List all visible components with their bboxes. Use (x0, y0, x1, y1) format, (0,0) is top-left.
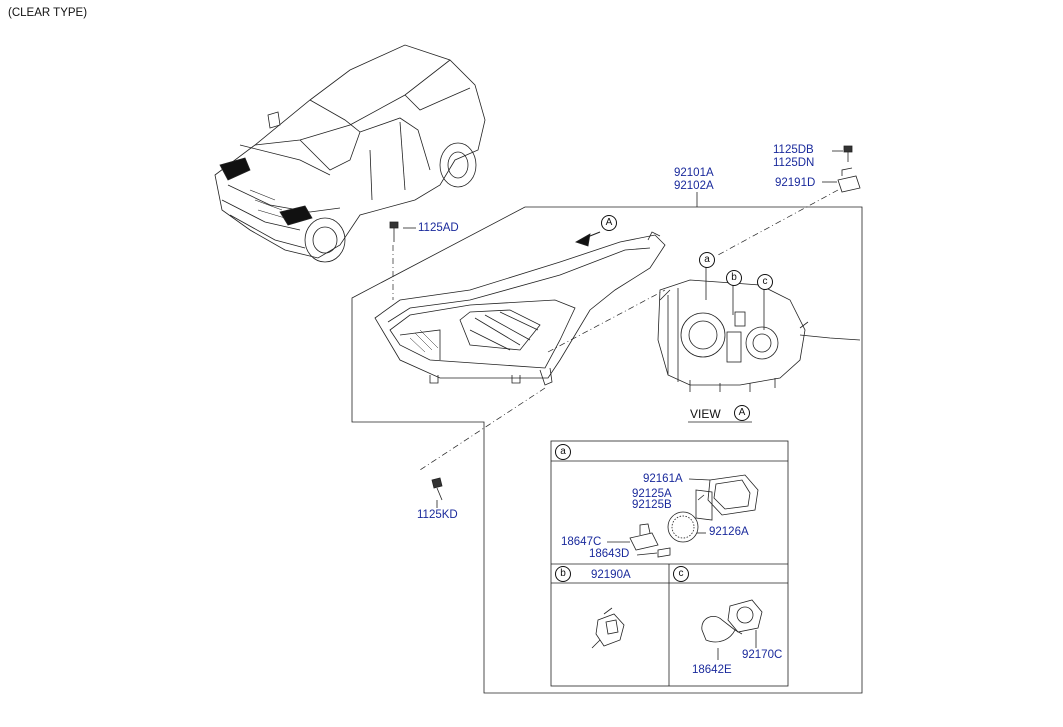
type-note: (CLEAR TYPE) (8, 7, 88, 19)
part-number-92126A[interactable]: 92126A (709, 526, 749, 538)
part-number-92161A[interactable]: 92161A (643, 473, 683, 485)
headlamp-unit (374, 231, 666, 386)
view-label: VIEW (690, 407, 721, 421)
detail-c-parts (701, 599, 763, 643)
section-b-marker: b (555, 566, 571, 582)
part-number-1125DB[interactable]: 1125DB (773, 144, 814, 156)
part-number-92191D[interactable]: 92191D (775, 177, 816, 189)
part-number-18643D[interactable]: 18643D (589, 548, 630, 560)
part-number-92190A[interactable]: 92190A (591, 569, 631, 581)
detail-b-part (591, 607, 625, 649)
assembly-outline (351, 206, 863, 694)
part-number-92102A[interactable]: 92102A (674, 180, 714, 192)
callout-b-marker: b (726, 270, 742, 286)
callout-a-marker: a (699, 252, 715, 268)
part-number-18647C[interactable]: 18647C (561, 536, 602, 548)
view-a-illustration (657, 279, 861, 392)
part-number-1125DN[interactable]: 1125DN (773, 157, 815, 169)
detail-box (550, 440, 789, 687)
part-number-18642E[interactable]: 18642E (692, 664, 732, 676)
view-ref-marker: A (734, 405, 750, 421)
part-number-92125A[interactable]: 92125A (632, 488, 672, 500)
bolt-1125DB (832, 145, 853, 162)
callout-c-marker: c (757, 274, 773, 290)
bracket-92191D (822, 167, 861, 193)
part-number-1125AD[interactable]: 1125AD (418, 222, 459, 234)
callout-A-marker: A (601, 215, 617, 231)
section-c-marker: c (673, 566, 689, 582)
bolt-1125AD (389, 221, 399, 242)
part-number-92125B[interactable]: 92125B (632, 499, 672, 511)
part-number-1125KD[interactable]: 1125KD (417, 509, 458, 521)
part-number-92170C[interactable]: 92170C (742, 649, 783, 661)
section-a-marker: a (555, 444, 571, 460)
part-number-92101A[interactable]: 92101A (674, 167, 714, 179)
vehicle-illustration (214, 44, 486, 263)
detail-a-parts (629, 474, 759, 558)
bolt-1125KD (431, 477, 443, 501)
